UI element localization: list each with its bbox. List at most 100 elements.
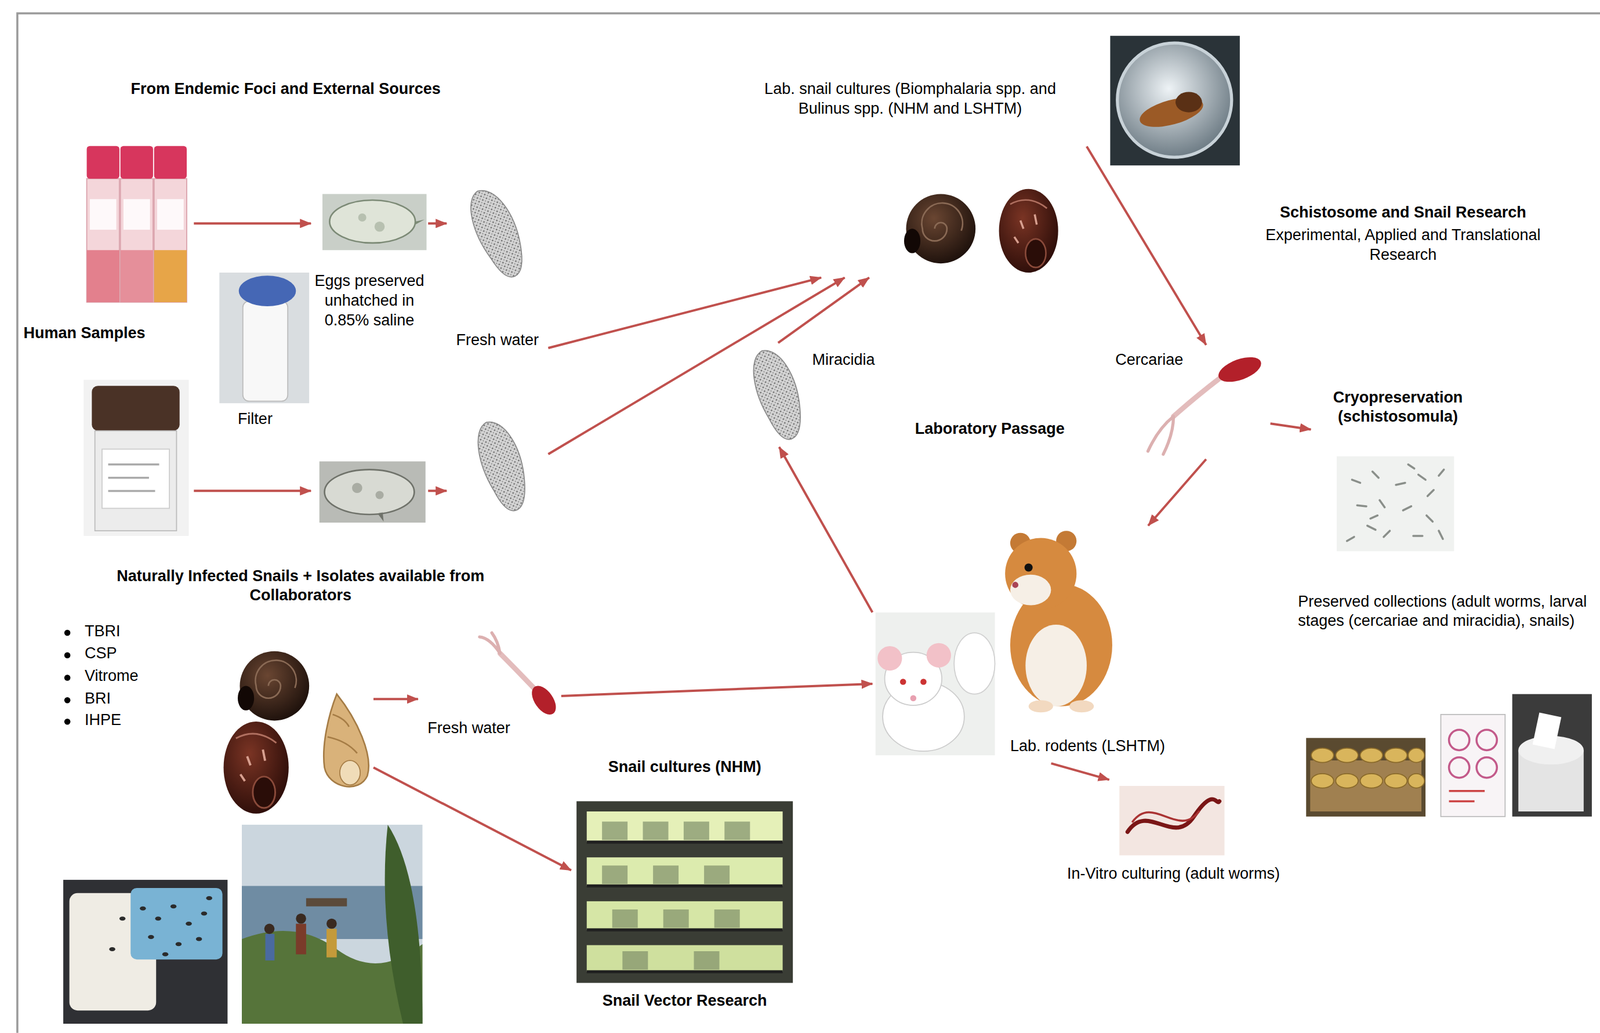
- mice-photo: [900, 678, 907, 685]
- node-label: CSP: [84, 643, 167, 664]
- node-label: Preserved collections (adult worms, larv…: [1297, 592, 1594, 632]
- field-collection-photo: [326, 918, 337, 930]
- preserved-jars-photo: [1384, 773, 1408, 789]
- mice-photo: [926, 643, 952, 668]
- flow-arrow: [373, 767, 572, 870]
- flow-arrow: [778, 277, 870, 344]
- adult-worms-photo: [1127, 799, 1219, 832]
- node-label: Cryopreservation (schistosomula): [1313, 387, 1483, 428]
- egg-mansoni: [324, 469, 415, 515]
- node-label: Miracidia: [812, 350, 891, 370]
- node-label: IHPE: [84, 710, 167, 731]
- dewar-photo: [1512, 694, 1592, 817]
- stool-pot-photo: [95, 430, 177, 531]
- mice-photo: [875, 612, 996, 756]
- snail-culture-shelves-photo: [601, 821, 750, 970]
- field-collection-photo: [241, 824, 423, 1024]
- snail-in-glass-photo: [1136, 92, 1207, 133]
- preserved-plate-photo: [1449, 757, 1470, 778]
- urine-tubes-photo: [154, 249, 187, 303]
- egg-haematobium: [374, 221, 386, 232]
- flow-arrow: [548, 277, 845, 455]
- adult-worms-photo: [1119, 785, 1225, 856]
- urine-tubes-photo: [120, 249, 154, 303]
- node-label: Snail Vector Research: [573, 991, 797, 1011]
- node-label: Fresh water: [448, 330, 546, 351]
- field-collection-photo: [306, 898, 347, 907]
- egg-group: Eggs preserved unhatched in 0.85% saline: [310, 189, 428, 527]
- preserved-jars-photo: [1408, 773, 1425, 789]
- schistosomula-photo: [1347, 464, 1445, 542]
- snail-tray-photo: [154, 916, 162, 921]
- bulinus-snail: [223, 721, 289, 814]
- node-label: Lab. rodents (LSHTM): [1010, 736, 1200, 757]
- flow-arrow: [373, 697, 419, 700]
- mice-photo: [875, 612, 996, 756]
- preserved-plate-photo: [1476, 729, 1497, 750]
- urine-tubes-photo: [86, 178, 120, 303]
- cercaria: [527, 681, 561, 719]
- annotation-label: Schistosome and Snail Research: [1234, 202, 1572, 223]
- urine-tubes-photo: [157, 198, 184, 230]
- snail-tray-photo: [196, 936, 203, 941]
- hamster-photo: [1011, 581, 1019, 589]
- field-collection-photo: [385, 824, 423, 1024]
- cercariae-stage: Cercariae: [1112, 345, 1271, 460]
- egg-haematobium: [322, 193, 427, 250]
- preserved-jars-photo: [1408, 748, 1425, 763]
- adult-worms-photo: [1119, 785, 1225, 856]
- field-collection-photo: [241, 824, 423, 1024]
- preserved-plate-photo: [1441, 714, 1506, 817]
- egg-mansoni: [377, 512, 384, 522]
- snail-culture-shelves-photo: [576, 800, 793, 983]
- preserved-jars-photo: [1305, 737, 1426, 816]
- snail-tray-photo: [162, 952, 169, 957]
- snail-tray-photo: [205, 895, 213, 901]
- snail-in-glass-photo: [1175, 92, 1203, 113]
- egg-mansoni: [352, 482, 363, 493]
- mice-photo: [953, 632, 995, 695]
- hamster-photo: [1069, 699, 1094, 713]
- cercaria: [499, 652, 536, 690]
- lymnaeid-snail: [323, 694, 369, 787]
- preserved-jars-photo: [1311, 748, 1334, 763]
- urine-tubes-photo: [154, 178, 187, 303]
- bullet-dots: [64, 652, 71, 659]
- miracidium: [744, 343, 812, 445]
- egg-mansoni: [375, 491, 384, 500]
- collections-group: Preserved collections (adult worms, larv…: [1295, 589, 1596, 822]
- node-label: Fresh water: [420, 718, 518, 739]
- preserved-jars-photo: [1360, 748, 1384, 763]
- urine-tubes-photo: [89, 198, 117, 230]
- bullet-dots: [64, 629, 71, 637]
- field-snail-group: Naturally Infected Snails + Isolates ava…: [56, 612, 374, 1026]
- flow-arrow: [193, 489, 311, 492]
- flow-arrow: [427, 489, 447, 492]
- egg-mansoni: [319, 461, 426, 523]
- snail-tray-photo: [201, 911, 208, 916]
- node-label: In-Vitro culturing (adult worms): [1036, 864, 1311, 884]
- egg-haematobium: [358, 213, 367, 222]
- hamster-photo: [1025, 624, 1087, 707]
- bulinus-snail: [999, 189, 1059, 273]
- node-label: Vitrome: [84, 666, 167, 687]
- snail-tray-photo: [63, 879, 228, 1024]
- urine-tubes-photo: [86, 146, 120, 179]
- filter-photo: [242, 300, 288, 401]
- stool-pot-photo: [83, 379, 189, 536]
- hamster-photo: [1005, 530, 1113, 713]
- node-label: TBRI: [84, 621, 167, 642]
- snail-tray-photo: [109, 947, 116, 952]
- flow-arrow: [193, 222, 311, 225]
- preserved-plate-photo: [1476, 757, 1497, 778]
- node-label: Cercariae: [1115, 350, 1206, 370]
- urine-tubes-photo: [120, 178, 154, 303]
- filter-photo: [238, 275, 297, 307]
- hamster-photo: [1024, 563, 1033, 572]
- preserved-jars-photo: [1335, 773, 1359, 789]
- mice-photo: [910, 694, 917, 702]
- node-label: Naturally Infected Snails + Isolates ava…: [73, 566, 528, 607]
- bullet-dots: [64, 674, 71, 681]
- adult-worms-photo: [1132, 811, 1199, 822]
